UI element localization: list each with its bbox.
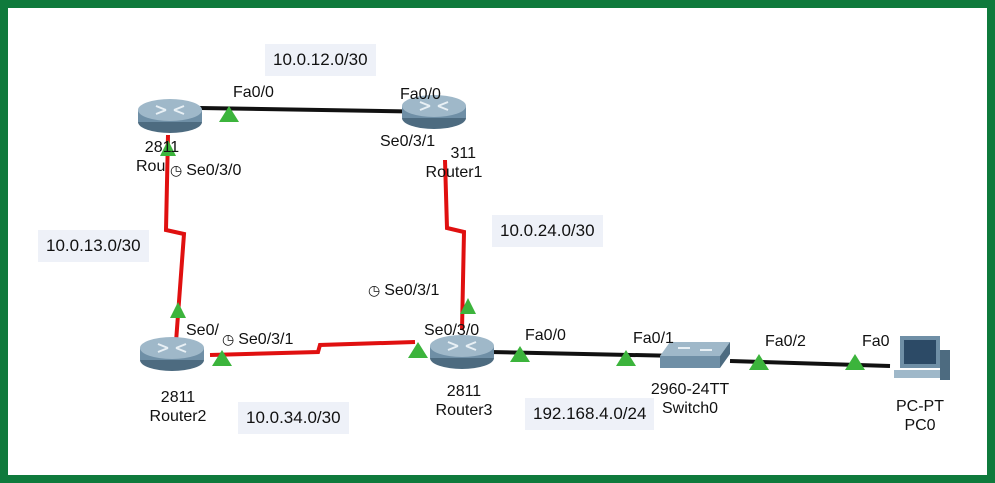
pc-icon[interactable] <box>894 336 950 380</box>
interface-label: Se0/3/1 <box>380 133 436 150</box>
link-up-icon <box>219 106 239 122</box>
link-r0-r1[interactable] <box>199 106 441 114</box>
link-r0-r2-serial[interactable] <box>163 134 187 343</box>
interface-label: Fa0/0 <box>400 86 441 103</box>
clock-icon: ◷ <box>222 332 235 348</box>
interface-label: Se0/ <box>186 322 219 339</box>
interface-label: Fa0/2 <box>765 333 806 350</box>
interface-label: Fa0/1 <box>633 330 674 347</box>
router-icon[interactable] <box>140 337 204 371</box>
link-up-icon <box>845 354 865 370</box>
clock-icon: ◷ <box>368 283 381 299</box>
interface-label-r3-se031: ◷Se0/3/1 <box>368 282 440 299</box>
link-r1-r3-serial[interactable] <box>443 159 467 331</box>
interface-label-r0-se030: ◷Se0/3/0 <box>170 162 242 179</box>
network-label-lan: 192.168.4.0/24 <box>525 398 655 430</box>
link-r2-r3-serial[interactable] <box>209 340 416 357</box>
link-up-icon <box>212 350 232 366</box>
link-up-icon <box>749 354 769 370</box>
router-icon[interactable] <box>430 335 494 369</box>
link-up-icon <box>170 302 186 318</box>
link-up-icon <box>160 140 176 156</box>
network-label-24: 10.0.24.0/30 <box>492 215 603 247</box>
router-icon[interactable] <box>402 95 466 129</box>
network-label-34: 10.0.34.0/30 <box>238 402 349 434</box>
link-up-icon <box>616 350 636 366</box>
network-label-13: 10.0.13.0/30 <box>38 230 149 262</box>
interface-label-r2-se031: ◷Se0/3/1 <box>222 331 294 348</box>
link-up-icon <box>408 342 428 358</box>
interface-label: Fa0 <box>862 333 890 350</box>
network-label-12: 10.0.12.0/30 <box>265 44 376 76</box>
clock-icon: ◷ <box>170 163 183 179</box>
switch-icon[interactable] <box>660 342 730 368</box>
interface-label: Fa0/0 <box>525 327 566 344</box>
link-status-markers <box>160 106 865 370</box>
link-up-icon <box>510 346 530 362</box>
interface-label: Se0/3/0 <box>424 322 480 339</box>
router-icon[interactable] <box>138 99 202 133</box>
link-up-icon <box>460 298 476 314</box>
interface-label: Fa0/0 <box>233 84 274 101</box>
